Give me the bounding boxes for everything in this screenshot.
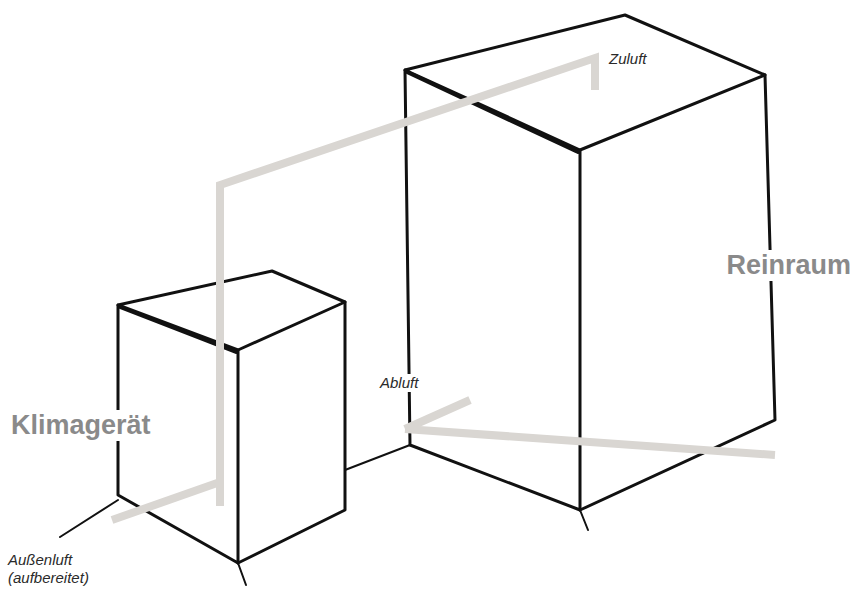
- outside-air-duct: [112, 482, 220, 520]
- cube-top: [405, 15, 765, 150]
- cube-right: [238, 302, 345, 563]
- supply-duct-riser: [216, 270, 224, 506]
- node-label: Reinraum: [723, 250, 854, 281]
- exhaust-duct-stub: [405, 400, 470, 429]
- cube-top: [118, 271, 345, 350]
- cube-left: [405, 70, 580, 510]
- ground-line: [60, 500, 118, 537]
- equipment-node: Klimagerät: [118, 270, 345, 565]
- duct-label: Abluft: [378, 374, 420, 392]
- outside-air-label: Außenluft (aufbereitet): [6, 551, 140, 587]
- ground-line: [580, 510, 588, 530]
- air-duct: [220, 58, 595, 270]
- node-label: Klimagerät: [8, 410, 154, 441]
- ground-line: [238, 563, 246, 585]
- air-duct: [405, 429, 775, 455]
- duct-label: Zuluft: [607, 50, 649, 68]
- ground-line: [345, 445, 410, 470]
- equipment-node: Reinraum: [405, 90, 775, 510]
